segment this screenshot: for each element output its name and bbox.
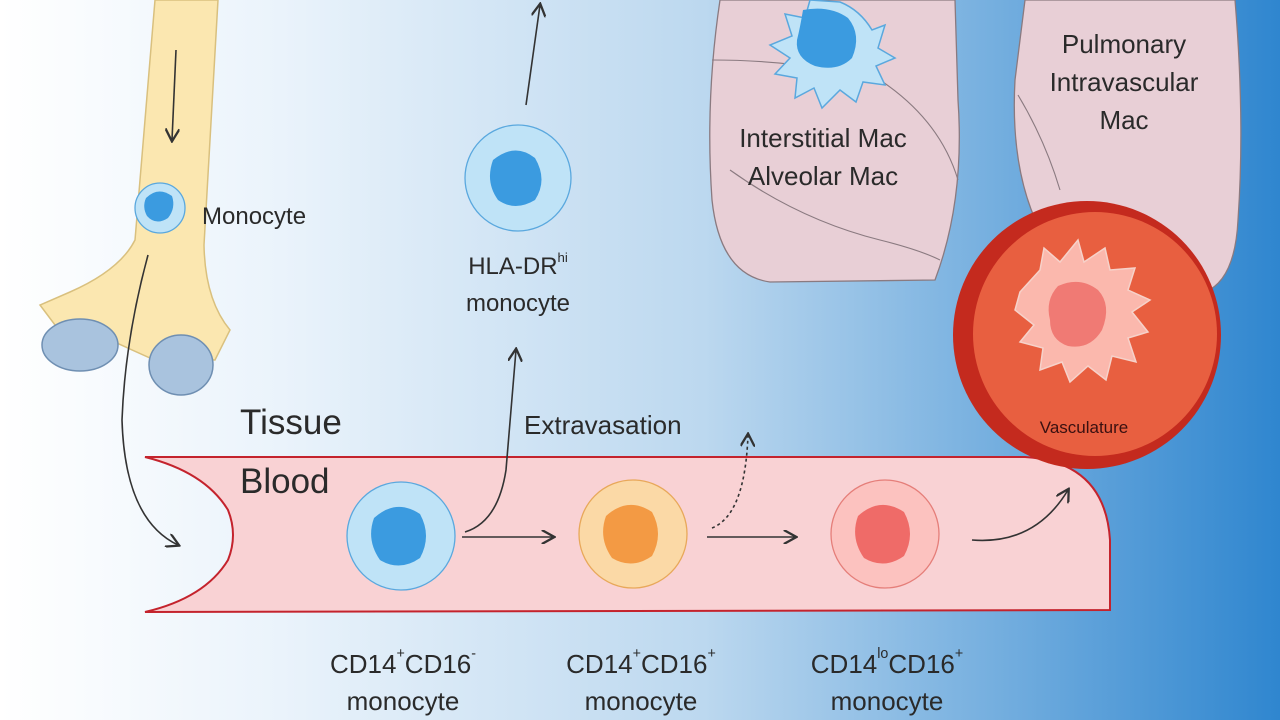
hla-dr-superscript: hi [557, 250, 568, 266]
tissue-label: Tissue [240, 403, 342, 442]
hla-dr-monocyte-cell [464, 124, 572, 232]
arrow-extravasation-to-hla [464, 350, 516, 533]
arrow-hla-to-lung [525, 5, 540, 106]
pulmonary-label-line3: Mac [1099, 105, 1149, 135]
subset-2-marker-b: CD16 [641, 649, 708, 679]
pulmonary-label-line2: Intravascular [1049, 67, 1199, 97]
bone-monocyte [134, 182, 186, 234]
bone [38, 0, 231, 396]
hla-dr-text: HLA-DR [468, 253, 558, 280]
left-lung [709, 0, 960, 283]
subset-1-marker-b-sup: - [471, 646, 477, 663]
alveolar-macrophage [768, 0, 897, 110]
subset-1-marker-a: CD14 [329, 649, 397, 679]
vasculature-circle [953, 201, 1221, 469]
bone-joint-left [41, 318, 119, 372]
intermediate-monocyte-cell [578, 479, 688, 589]
subset-1-marker-b: CD16 [404, 649, 472, 679]
vasculature-label: Vasculature [1039, 418, 1129, 437]
arrow-dotted-extravasation [711, 435, 748, 529]
alveolar-mac-label: Alveolar Mac [747, 161, 899, 191]
subset-3-marker-b-sup: + [954, 646, 964, 663]
hla-dr-label-line1: HLA-DRhi [468, 250, 568, 281]
interstitial-mac-label: Interstitial Mac [739, 123, 907, 153]
subset-3-marker-a-sup: lo [877, 646, 889, 663]
blood-label: Blood [240, 462, 330, 501]
arrow-bone-to-blood [121, 254, 178, 545]
bone-monocyte-label: Monocyte [202, 203, 307, 230]
hla-dr-label-line2: monocyte [465, 290, 571, 317]
subset-2-marker-b-sup: + [707, 646, 716, 663]
subset-3-marker-b: CD16 [888, 649, 955, 679]
subset-3-label-line1: CD14loCD16+ [810, 646, 964, 680]
subset-2-marker-a: CD14 [566, 649, 633, 679]
arrow-bone-down [172, 49, 176, 140]
bone-joint-right [148, 334, 214, 396]
subset-1-marker-a-sup: + [396, 646, 405, 663]
subset-3-marker-a: CD14 [810, 649, 878, 679]
subset-2-label-line1: CD14+CD16+ [566, 646, 716, 680]
arrow-to-vasculature [971, 490, 1068, 542]
subset-1-label-line1: CD14+CD16- [329, 646, 477, 680]
subset-1-label-line2: monocyte [346, 686, 460, 716]
arrows [121, 5, 1068, 545]
classical-monocyte-cell [346, 481, 456, 591]
extravasation-label: Extravasation [524, 410, 682, 440]
pulmonary-label-line1: Pulmonary [1061, 29, 1187, 59]
subset-2-marker-a-sup: + [632, 646, 641, 663]
subset-3-label-line2: monocyte [830, 686, 944, 716]
subset-2-label-line2: monocyte [584, 686, 698, 716]
nonclassical-monocyte-cell [830, 479, 940, 589]
